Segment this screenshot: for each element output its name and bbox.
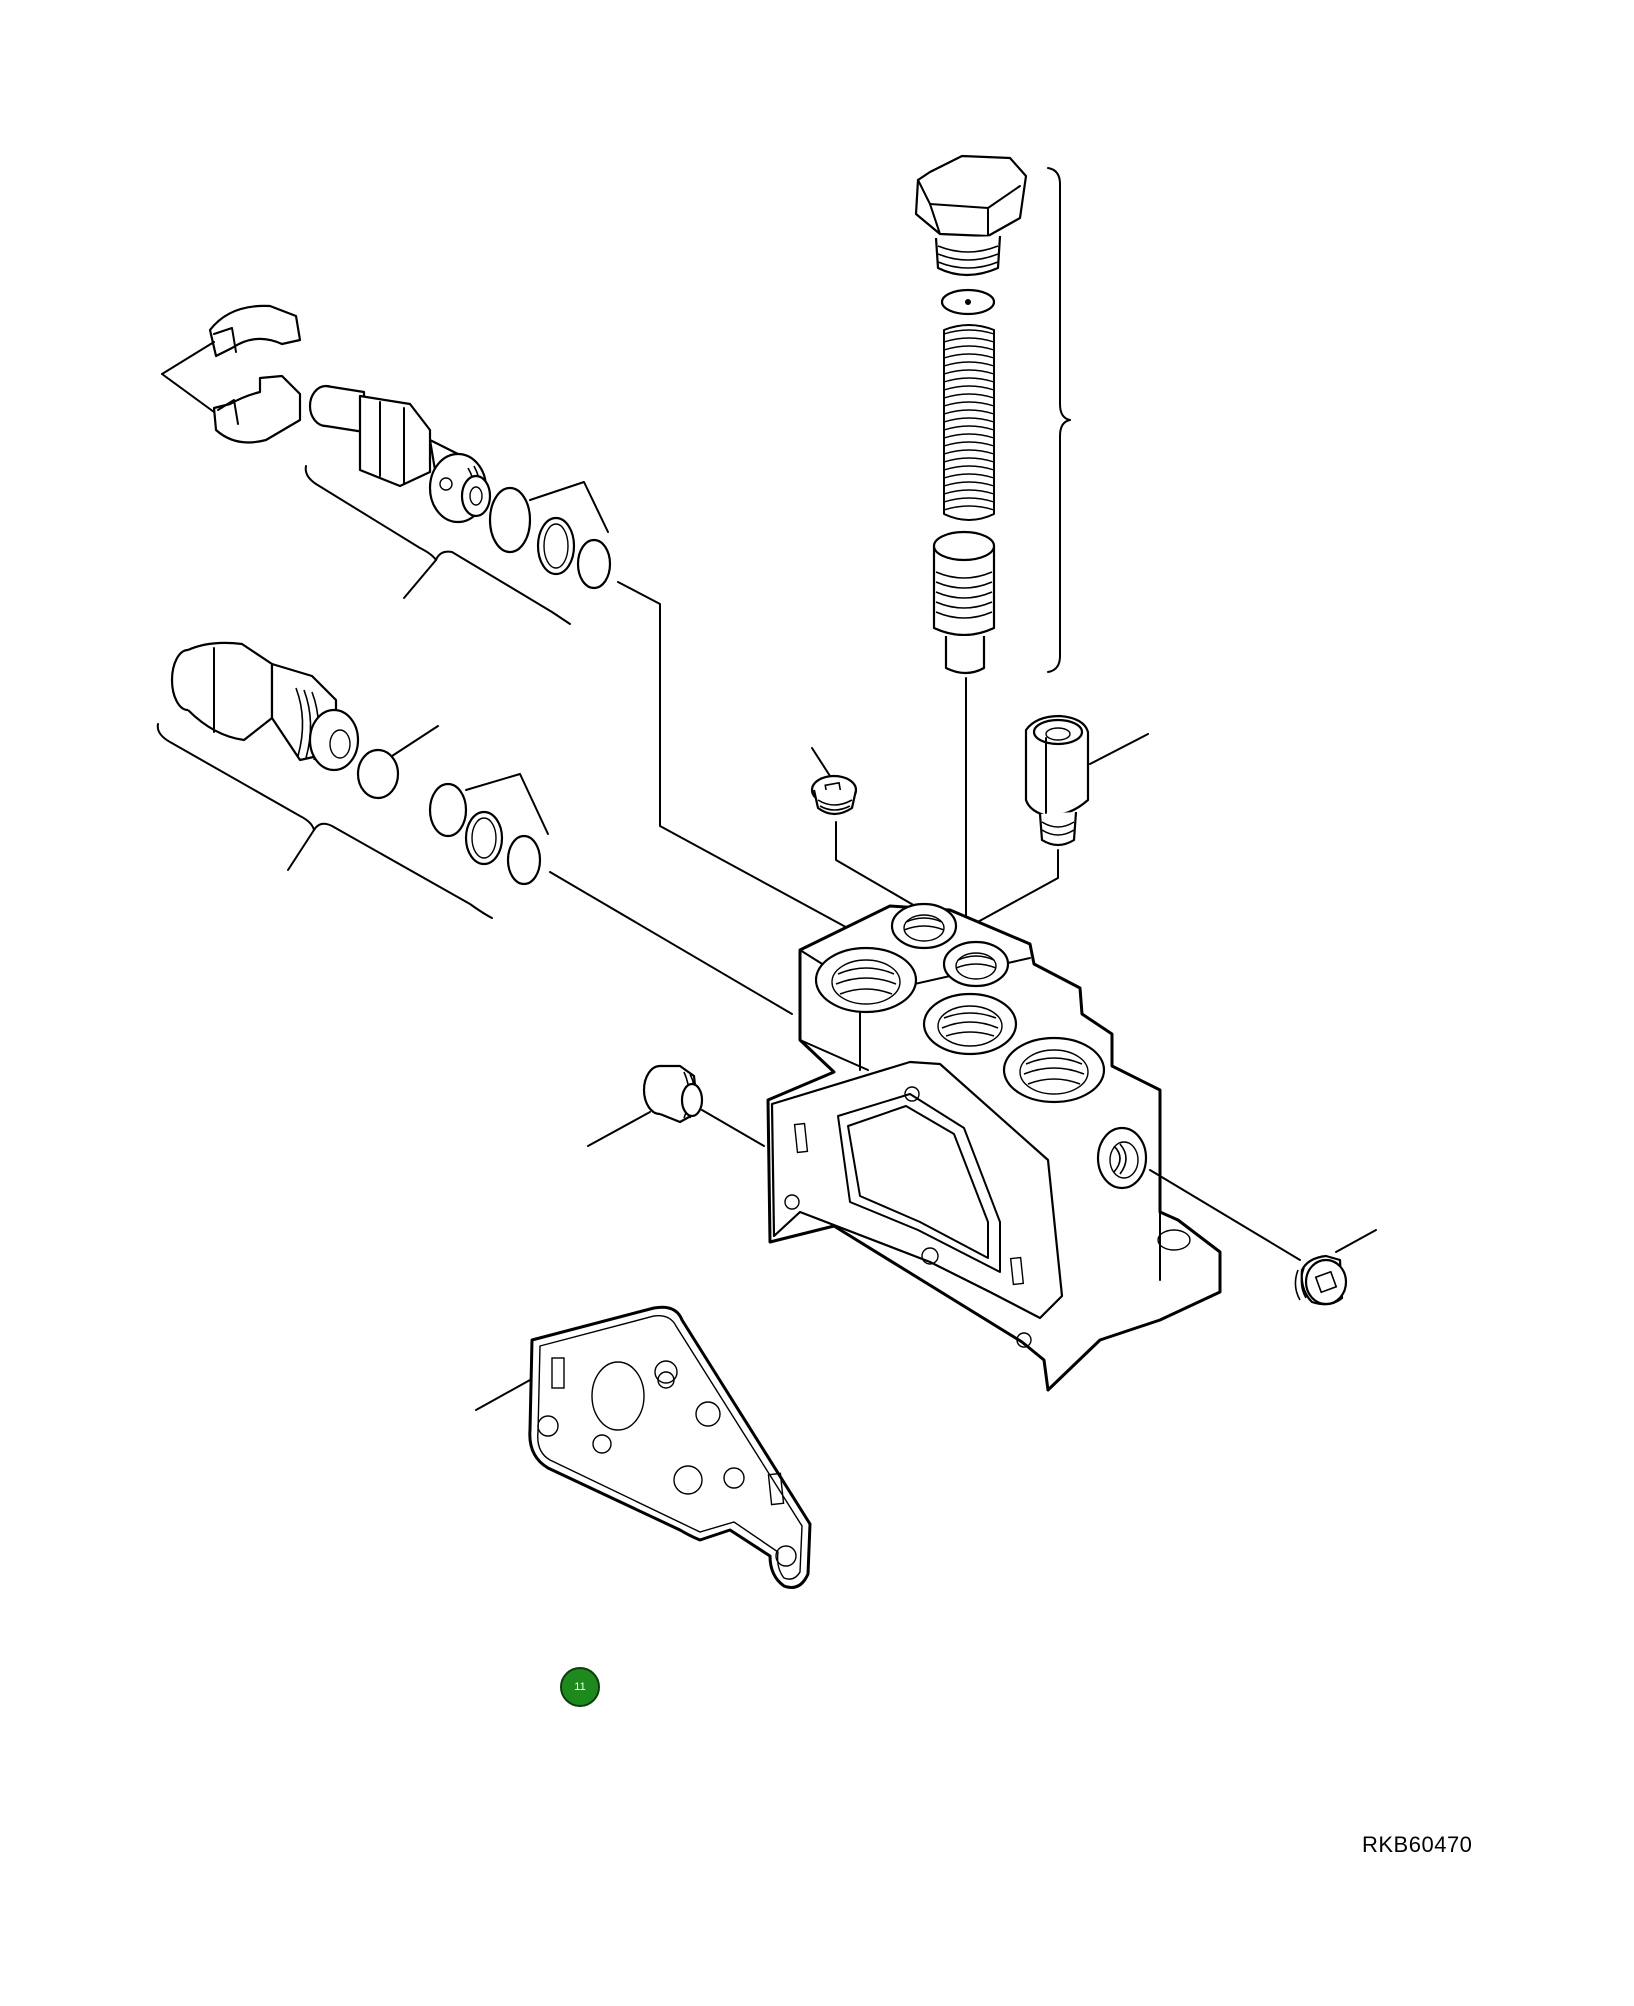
cartridge-valve-lower[interactable] xyxy=(170,641,360,772)
seal-kit-upper-marker xyxy=(529,481,609,533)
hex-socket-plug-right[interactable] xyxy=(1294,1254,1348,1306)
hotspot-marker[interactable]: 11 xyxy=(560,1667,600,1707)
hex-adapter[interactable] xyxy=(1024,714,1090,847)
leader-upper-seal xyxy=(617,581,867,939)
seal-kit-lower[interactable] xyxy=(428,782,542,886)
port-top-2 xyxy=(814,946,918,1014)
hex-socket-plug-top[interactable] xyxy=(810,774,858,816)
port-top-1 xyxy=(890,902,958,950)
plug-lower[interactable] xyxy=(356,748,400,800)
relief-valve-cap[interactable] xyxy=(914,154,1028,277)
plug-side-left[interactable] xyxy=(642,1064,704,1124)
valve-spring[interactable] xyxy=(943,324,995,521)
port-top-5 xyxy=(1002,1036,1106,1104)
assembly-brace-vertical xyxy=(1047,167,1071,673)
cartridge-valve-upper[interactable] xyxy=(308,384,492,524)
seal-kit-lower-marker xyxy=(465,773,549,835)
valve-disc[interactable] xyxy=(940,288,996,316)
drawing-code: RKB60470 xyxy=(1362,1832,1473,1857)
valve-poppet[interactable] xyxy=(932,530,996,675)
seal-kit-upper[interactable] xyxy=(488,486,612,590)
port-top-3 xyxy=(942,940,1010,988)
gasket[interactable] xyxy=(528,1305,812,1589)
port-top-4 xyxy=(922,992,1018,1056)
valve-body[interactable] xyxy=(766,902,1222,1392)
retaining-clip-upper[interactable] xyxy=(208,304,302,358)
clip-leader xyxy=(161,341,215,375)
retaining-clip-lower[interactable] xyxy=(212,374,302,444)
